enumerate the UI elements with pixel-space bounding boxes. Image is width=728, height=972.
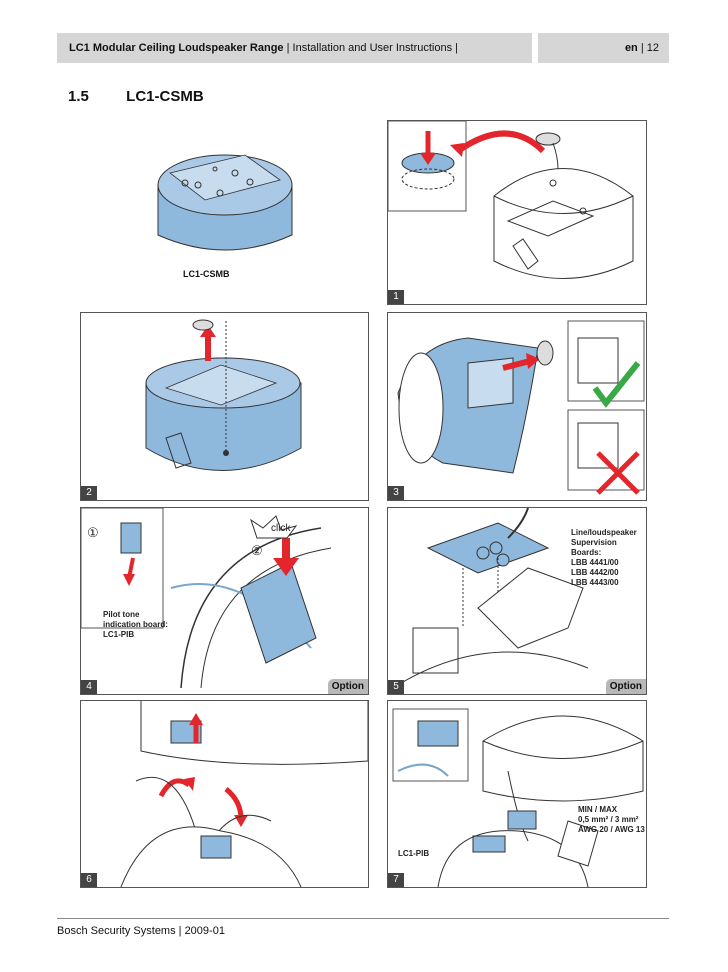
step-7-illustration — [392, 708, 644, 887]
pib-label-line2: indication board: — [103, 620, 168, 629]
step-number: 3 — [388, 486, 404, 500]
pib-label: LC1-PIB — [398, 849, 430, 858]
step-number: 5 — [388, 680, 404, 694]
step-4-illustration — [81, 508, 332, 689]
step-3-illustration — [397, 320, 645, 495]
board-line-1: Line/loudspeaker — [571, 528, 637, 537]
callout-2: ② — [251, 543, 263, 558]
step-panel-5: Line/loudspeaker Supervision Boards: LBB… — [387, 507, 647, 695]
option-badge: Option — [327, 679, 368, 694]
step-number: 4 — [81, 680, 97, 694]
minmax-label: MIN / MAX — [578, 805, 618, 814]
footer-divider — [57, 918, 669, 919]
step-panel-1: 1 — [387, 120, 647, 305]
step-panel-3: 3 — [387, 312, 647, 501]
board-line-2: Supervision Boards: — [571, 538, 617, 557]
doc-title: LC1 Modular Ceiling Loudspeaker Range — [69, 42, 284, 54]
step-number: 7 — [388, 873, 404, 887]
step-2-illustration — [145, 319, 302, 471]
board-line-4: LBB 4442/00 — [571, 568, 619, 577]
board-line-3: LBB 4441/00 — [571, 558, 619, 567]
section-number: 1.5 — [68, 88, 89, 105]
supervision-board-label: Line/loudspeaker Supervision Boards: LBB… — [571, 528, 646, 588]
step-panel-4: click ① ② Pilot tone indication board: L… — [80, 507, 369, 695]
wire-spec-awg: AWG 20 / AWG 13 — [578, 825, 645, 834]
product-illustration — [157, 154, 293, 251]
callout-1: ① — [87, 525, 99, 540]
pib-label-line3: LC1-PIB — [103, 630, 135, 639]
step-panel-7: MIN / MAX 0,5 mm² / 3 mm² AWG 20 / AWG 1… — [387, 700, 647, 888]
product-label: LC1-CSMB — [183, 269, 230, 279]
page-header: LC1 Modular Ceiling Loudspeaker Range | … — [57, 33, 669, 63]
click-label: click — [271, 523, 291, 534]
step-number: 2 — [81, 486, 97, 500]
step-panel-2: 2 — [80, 312, 369, 501]
language-code: en — [624, 42, 638, 54]
board-line-5: LBB 4443/00 — [571, 578, 619, 587]
wire-spec-label: MIN / MAX 0,5 mm² / 3 mm² AWG 20 / AWG 1… — [578, 805, 645, 835]
section-title: LC1-CSMB — [126, 88, 204, 105]
page-number: | 12 — [640, 42, 659, 54]
step-panel-6: 6 — [80, 700, 369, 888]
step-number: 6 — [81, 873, 97, 887]
pib-label-line1: Pilot tone — [103, 610, 140, 619]
section-heading: 1.5 LC1-CSMB — [68, 88, 204, 105]
doc-subtitle: | Installation and User Instructions | — [286, 42, 459, 54]
page-footer: Bosch Security Systems | 2009-01 — [57, 925, 225, 937]
step-1-illustration — [388, 121, 634, 279]
option-badge: Option — [605, 679, 646, 694]
header-page-bar: en | 12 — [538, 33, 669, 63]
header-title-bar: LC1 Modular Ceiling Loudspeaker Range | … — [57, 33, 532, 63]
step-number: 1 — [388, 290, 404, 304]
wire-spec-mm: 0,5 mm² / 3 mm² — [578, 815, 639, 824]
step-5-illustration — [392, 508, 589, 689]
step-6-illustration — [120, 701, 368, 887]
pib-label: Pilot tone indication board: LC1-PIB — [103, 610, 168, 640]
